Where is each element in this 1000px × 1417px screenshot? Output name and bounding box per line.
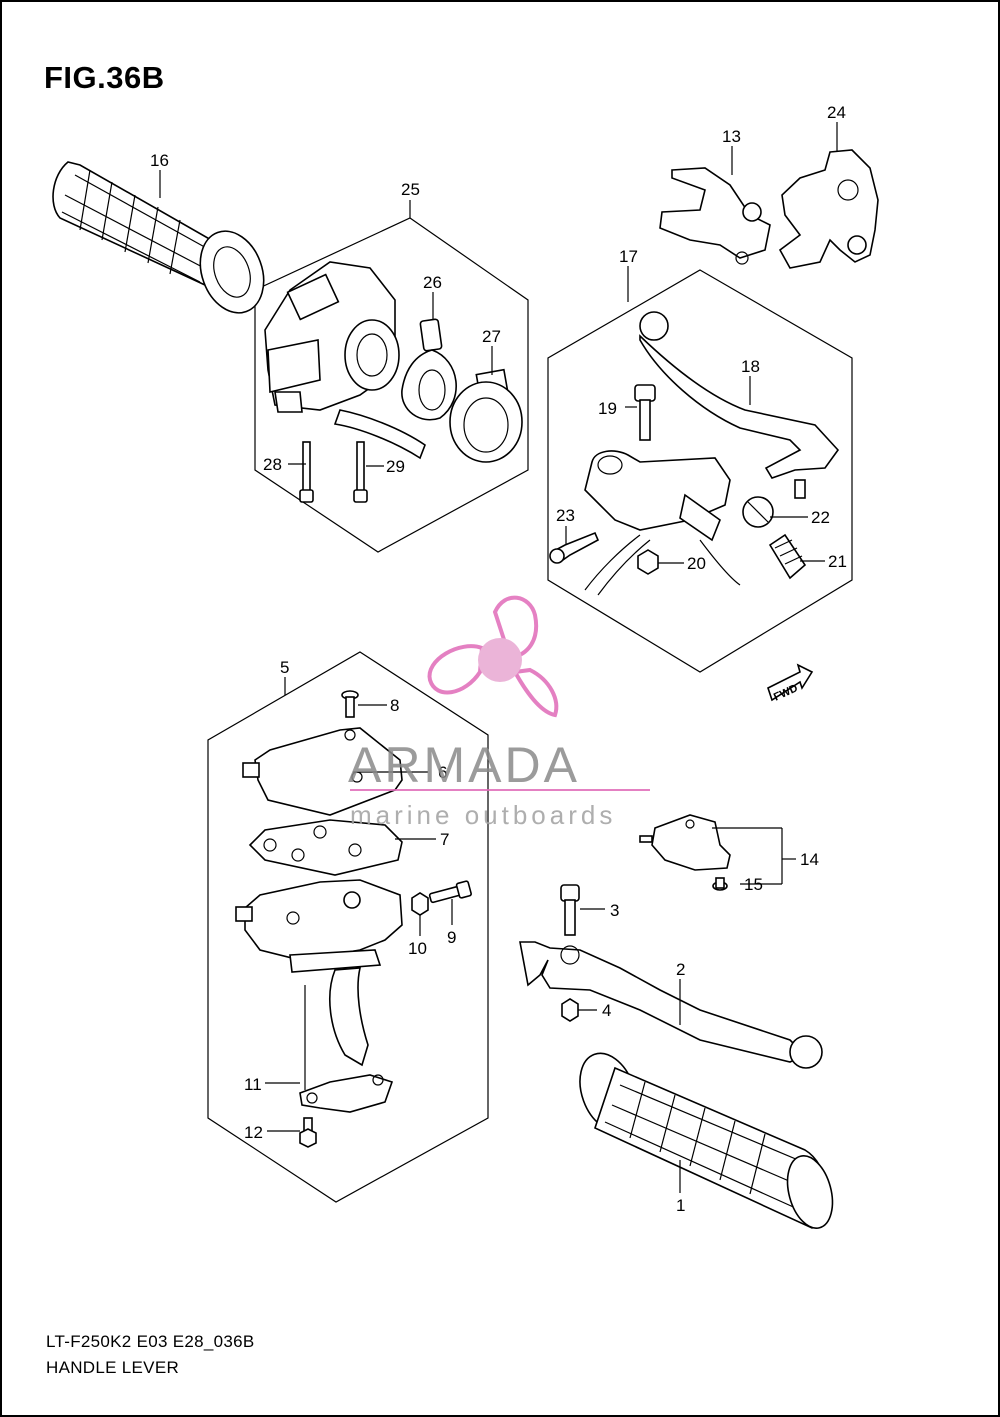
lever-18 bbox=[639, 311, 840, 499]
callout-3: 3 bbox=[610, 901, 619, 920]
callout-22: 22 bbox=[811, 508, 830, 527]
callout-12: 12 bbox=[244, 1123, 263, 1142]
callout-15: 15 bbox=[744, 875, 763, 894]
callout-9: 9 bbox=[447, 928, 456, 947]
callout-19: 19 bbox=[598, 399, 617, 418]
callout-27: 27 bbox=[482, 327, 501, 346]
spring-22 bbox=[742, 496, 774, 528]
brake-switch-14 bbox=[639, 814, 731, 871]
callout-21: 21 bbox=[828, 552, 847, 571]
callout-11: 11 bbox=[244, 1075, 262, 1094]
switch-box-25 bbox=[264, 261, 426, 460]
callout-13: 13 bbox=[722, 127, 741, 146]
lever-housing bbox=[235, 879, 403, 1090]
callout-5: 5 bbox=[280, 658, 289, 677]
callout-25: 25 bbox=[401, 180, 420, 199]
pivot-bolt-3 bbox=[560, 884, 580, 936]
bracket-13 bbox=[659, 167, 771, 265]
clamp-ring-27 bbox=[449, 368, 523, 463]
reservoir-cap-6 bbox=[242, 727, 403, 816]
callout-16: 16 bbox=[150, 151, 169, 170]
bolt-19 bbox=[634, 384, 656, 441]
group-outline-5 bbox=[207, 651, 489, 1203]
callout-18: 18 bbox=[741, 357, 760, 376]
bolt-12 bbox=[299, 1117, 317, 1148]
callout-4: 4 bbox=[602, 1001, 611, 1020]
propeller-icon bbox=[427, 595, 559, 718]
screw-23 bbox=[549, 531, 600, 564]
callout-labels: 1 2 3 4 5 6 7 8 9 10 11 12 13 14 15 16 1… bbox=[150, 103, 847, 1215]
watermark-tagline: marine outboards bbox=[350, 800, 616, 830]
cover-24 bbox=[778, 149, 879, 269]
callout-7: 7 bbox=[440, 830, 449, 849]
callout-17: 17 bbox=[619, 247, 638, 266]
screw-8 bbox=[341, 690, 359, 718]
callout-10: 10 bbox=[408, 939, 427, 958]
lever-2 bbox=[519, 941, 823, 1069]
grip-left-16 bbox=[52, 161, 265, 314]
model-code: LT-F250K2 E03 E28_036B bbox=[46, 1332, 255, 1351]
callout-2: 2 bbox=[676, 960, 685, 979]
callout-14: 14 bbox=[800, 850, 819, 869]
throttle-lever-26 bbox=[401, 318, 457, 421]
figure-title: FIG.36B bbox=[44, 60, 165, 95]
callout-24: 24 bbox=[827, 103, 846, 122]
callout-8: 8 bbox=[390, 696, 399, 715]
fwd-arrow-icon: FWD bbox=[767, 663, 814, 704]
watermark-name: ARMADA bbox=[348, 737, 580, 793]
diaphragm-7 bbox=[248, 819, 403, 876]
group-outline-17 bbox=[547, 269, 853, 673]
screw-28 bbox=[299, 441, 314, 503]
screw-29 bbox=[353, 441, 368, 503]
callout-28: 28 bbox=[263, 455, 282, 474]
nut-10 bbox=[411, 892, 429, 916]
callout-1: 1 bbox=[676, 1196, 685, 1215]
screw-15 bbox=[712, 877, 728, 891]
bracket-11 bbox=[299, 1074, 394, 1113]
bolt-9 bbox=[428, 880, 472, 904]
callout-29: 29 bbox=[386, 457, 405, 476]
grip-right-1 bbox=[579, 1052, 834, 1229]
master-cylinder-body bbox=[584, 450, 741, 596]
callout-6: 6 bbox=[438, 763, 447, 782]
leader-lines bbox=[159, 122, 838, 1193]
watermark: ARMADA marine outboards bbox=[348, 595, 650, 830]
callout-23: 23 bbox=[556, 506, 575, 525]
callout-26: 26 bbox=[423, 273, 442, 292]
nut-20 bbox=[637, 549, 659, 575]
callout-20: 20 bbox=[687, 554, 706, 573]
boot-21 bbox=[768, 533, 807, 580]
figure-caption: HANDLE LEVER bbox=[46, 1358, 180, 1377]
nut-4 bbox=[561, 998, 579, 1022]
